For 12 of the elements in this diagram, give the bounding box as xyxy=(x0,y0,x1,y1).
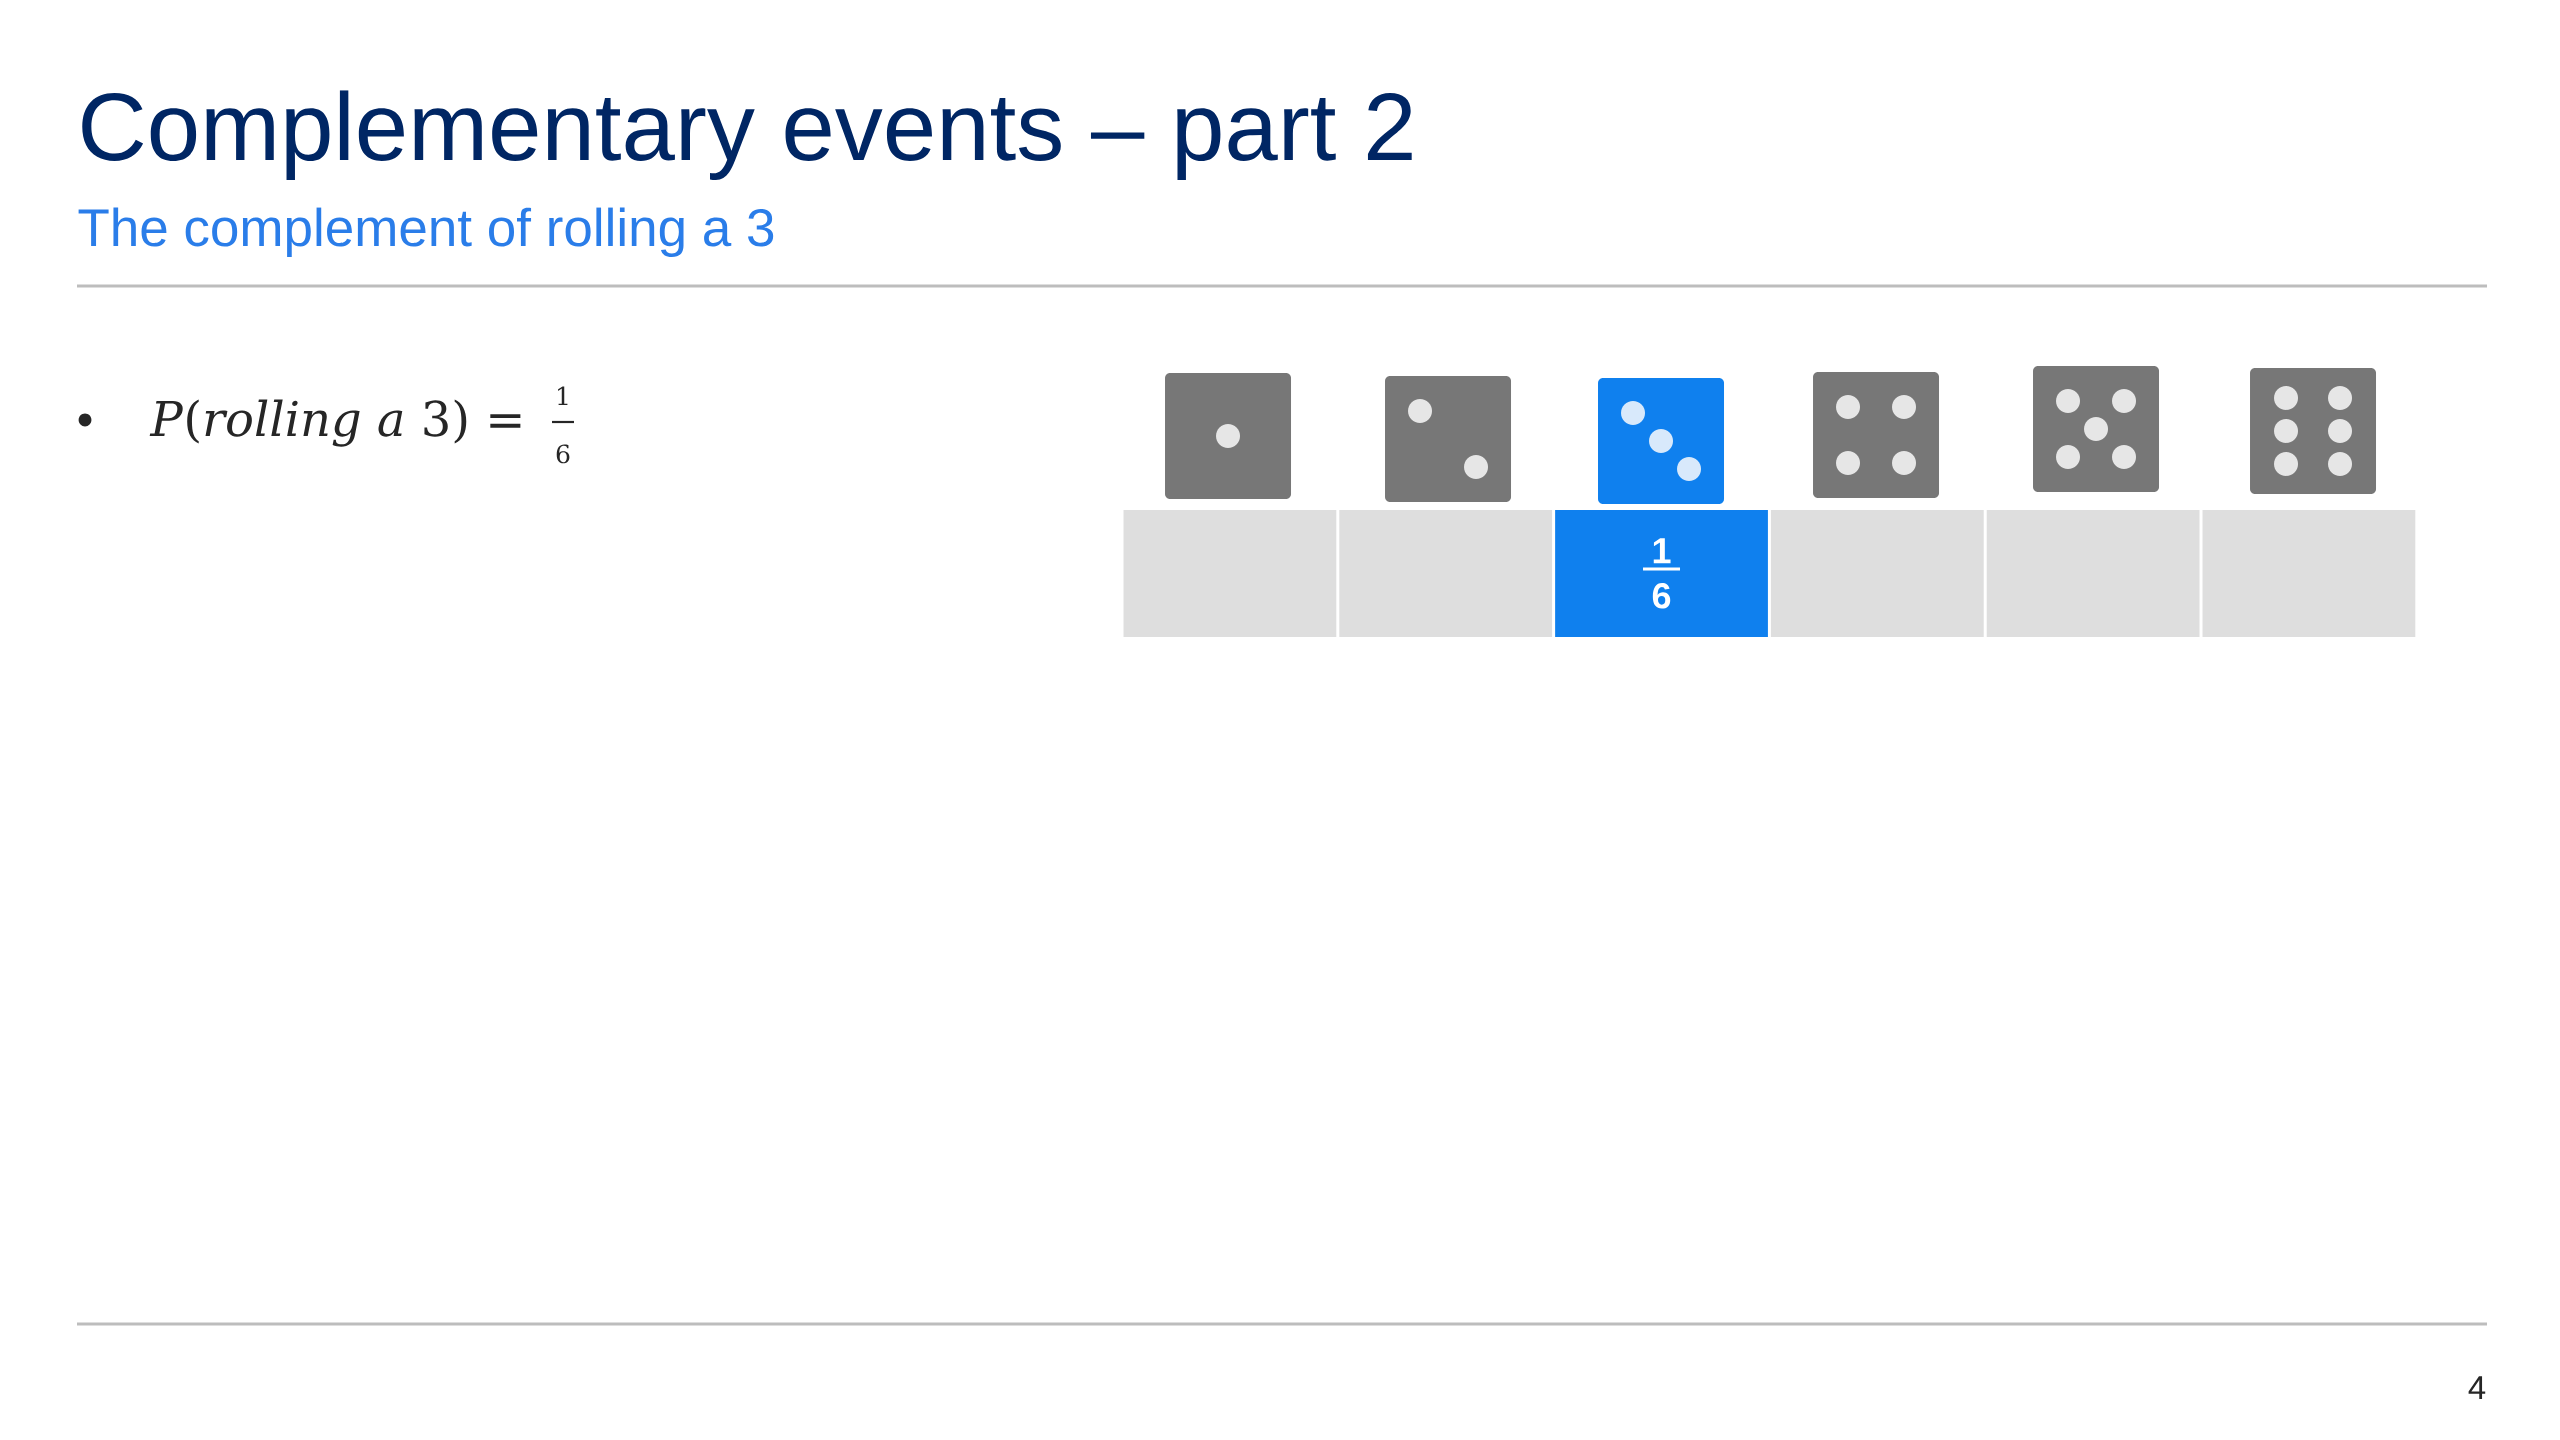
formula: P(rolling a 3) = xyxy=(149,399,521,447)
fraction-numerator: 1 xyxy=(558,386,568,405)
table-cell: 1 6 xyxy=(1555,510,1768,637)
table-cell xyxy=(1770,510,1984,637)
table-cell xyxy=(1986,510,2200,637)
table-cell xyxy=(1339,510,1553,637)
table-cell xyxy=(2202,510,2416,637)
fraction-denominator: 6 xyxy=(556,444,570,464)
table-cell xyxy=(1123,510,1337,637)
page-number: 4 xyxy=(2468,1376,2486,1399)
title: Complementary events – part 2 xyxy=(82,90,1412,180)
subtitle: The complement of rolling a 3 xyxy=(78,207,774,257)
